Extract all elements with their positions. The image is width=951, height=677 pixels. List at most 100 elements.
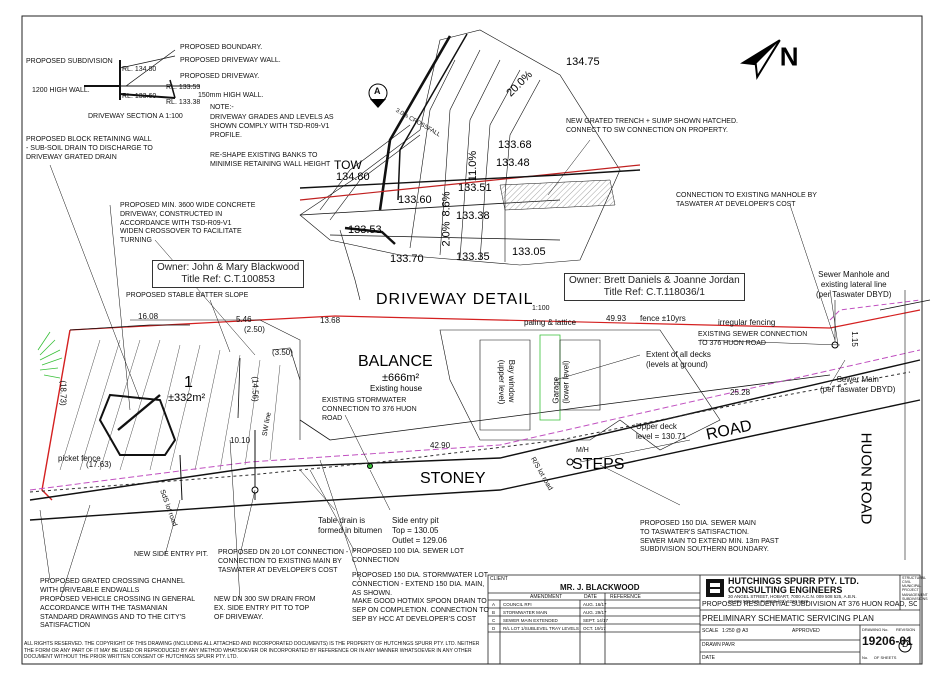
note-reshape: RE-SHAPE EXISTING BANKS TO MINIMISE RETA… — [210, 152, 331, 168]
lot1-area: ±332m² — [168, 392, 206, 404]
stormwater-150-note: PROPOSED 150 DIA. STORMWATER LOT CONNECT… — [352, 572, 489, 623]
dimension-label: (18.73) — [58, 380, 68, 406]
rl-label: RL. 134.80 — [122, 66, 157, 73]
level-label: 133.48 — [496, 157, 530, 169]
batter-slope-note: PROPOSED STABLE BATTER SLOPE — [126, 292, 249, 299]
block-wall-note: PROPOSED BLOCK RETAINING WALL - SUB-SOIL… — [26, 136, 153, 161]
level-label: 133.51 — [458, 182, 492, 194]
balance-label: BALANCE — [358, 353, 433, 370]
amendment-no: A — [492, 602, 496, 607]
picket-fence-label: picket fence — [58, 454, 101, 463]
detail-scale: 1:100 — [532, 305, 550, 312]
disciplines: STRUCTURAL CIVIL MUNICIPAL PROJECT MANAG… — [902, 576, 928, 601]
amendment-date: OCT. 19/17 — [583, 626, 606, 631]
grade-label: 2.0% — [440, 221, 453, 247]
level-label: 133.70 — [390, 253, 424, 265]
dimension-label: 1.15 — [849, 331, 859, 347]
date-header: DATE — [584, 594, 597, 600]
scale-label: SCALE — [702, 628, 719, 634]
extent-decks-note: Extent of all decks (levels at ground) — [646, 350, 711, 369]
dimension-label: (3.50) — [272, 348, 293, 357]
site-plan — [29, 290, 931, 560]
amendment-text: STORMWATER MAIN — [503, 610, 548, 615]
bay-window-label: Bay window (upper level) — [497, 359, 517, 405]
amendment-date: SEPT. 14/17 — [583, 618, 609, 623]
high-wall-1200-label: 1200 HIGH WALL. — [32, 87, 90, 94]
dimension-label: 42.90 — [430, 441, 451, 450]
reference-header: REFERENCE — [610, 594, 641, 600]
driveway-detail — [299, 29, 641, 301]
high-wall-150-label: 150mm HIGH WALL. — [198, 92, 264, 99]
approved-label: APPROVED — [792, 628, 820, 634]
grated-trench-note: NEW GRATED TRENCH + SUMP SHOWN HATCHED. … — [566, 118, 738, 134]
drawing-no-label: DRAWING No. — [862, 627, 889, 632]
rl-label: RL. 133.38 — [166, 99, 201, 106]
company-address: 30 ANGEL STREET, HOBART, 7000 A.C.N. 009… — [728, 594, 857, 604]
table-drain-note: Table drain is formed in bitumen — [318, 516, 383, 535]
lot1-label: 1 — [184, 374, 193, 391]
dimension-label: 5.46 — [236, 315, 252, 324]
project-title: PROPOSED RESIDENTIAL SUBDIVISION AT 376 … — [702, 601, 917, 608]
proposed-driveway-wall-label: PROPOSED DRIVEWAY WALL. — [180, 57, 281, 64]
amendment-no: C — [492, 618, 496, 623]
north-arrow-icon: N — [740, 39, 799, 80]
revision-label: REVISION — [896, 627, 916, 632]
note-grades: DRIVEWAY GRADES AND LEVELS AS SHOWN COMP… — [210, 114, 334, 139]
balance-house: Existing house — [370, 384, 423, 393]
sewer-150-note: PROPOSED 150 DIA. SEWER MAIN TO TASWATER… — [640, 520, 779, 554]
company-name: HUTCHINGS SPURR PTY. LTD. — [728, 576, 859, 586]
dimension-label: (17.63) — [86, 460, 112, 469]
amendment-date: AUG. 29/17 — [583, 610, 607, 615]
proposed-driveway-label: PROPOSED DRIVEWAY. — [180, 73, 260, 80]
rl-label: RL. 133.60 — [122, 93, 157, 100]
amendment-header: AMENDMENT — [530, 594, 563, 600]
level-label: 133.35 — [456, 251, 490, 263]
sheet-title: PRELIMINARY SCHEMATIC SERVICING PLAN — [702, 614, 874, 623]
level-label: 134.75 — [566, 56, 600, 68]
driveway-detail-title: DRIVEWAY DETAIL — [376, 291, 534, 308]
level-label: 134.80 — [336, 171, 370, 183]
drawn-value: PAVR — [722, 642, 735, 648]
vegetation-icon — [37, 331, 63, 379]
date-label: DATE — [702, 655, 715, 661]
tow-label: TOW — [334, 158, 362, 172]
sewer-100-note: PROPOSED 100 DIA. SEWER LOT CONNECTION — [352, 548, 465, 564]
dimension-label: 10.10 — [230, 436, 251, 445]
grade-label: 11.0% — [467, 150, 480, 182]
rl-label: RL. 133.53 — [166, 84, 201, 91]
sewer-main-note: Sewer Main (per Taswater DBYD) — [820, 375, 896, 394]
sheets-label: No. OF SHEETS — [862, 655, 897, 660]
irregular-fencing-label: irregular fencing — [718, 318, 776, 327]
dimension-label: 16.08 — [138, 312, 159, 321]
paling-label: paling & lattice — [524, 318, 577, 327]
side-entry-pit-note: Side entry pit Top = 130.05 Outlet = 129… — [392, 516, 447, 545]
grade-label: 8.6% — [440, 191, 453, 217]
company-logo — [706, 579, 724, 597]
amendment-text: COUNCIL RFI — [503, 602, 532, 607]
dn300-note: NEW DN 300 SW DRAIN FROM EX. SIDE ENTRY … — [214, 596, 316, 621]
vehicle-crossing-note: PROPOSED VEHICLE CROSSING IN GENERAL ACC… — [40, 596, 196, 630]
drawing-number: 19206-01 — [862, 634, 913, 648]
balance-area: ±666m² — [382, 372, 420, 384]
road-name-stoney: STONEY — [420, 470, 486, 487]
amendment-no: B — [492, 610, 496, 615]
sewer-manhole-note: Sewer Manhole and existing lateral line … — [816, 270, 892, 299]
amendment-text: R/L LOT 1/SUBLEVEL TRAY LEVELS — [503, 626, 579, 631]
company-subtitle: CONSULTING ENGINEERS — [728, 585, 843, 595]
proposed-boundary-label: PROPOSED BOUNDARY. — [180, 44, 263, 51]
concrete-driveway-note: PROPOSED MIN. 3600 WIDE CONCRETE DRIVEWA… — [120, 202, 256, 244]
dn20-note: PROPOSED DN 20 LOT CONNECTION - CONNECTI… — [218, 549, 349, 574]
dimension-label: 13.68 — [320, 316, 341, 325]
owner-west-box: Owner: John & Mary Blackwood Title Ref: … — [152, 260, 305, 288]
revision-circle — [898, 639, 912, 653]
copyright-notice: ALL RIGHTS RESERVED. THE COPYRIGHT OF TH… — [24, 641, 480, 660]
section-title: DRIVEWAY SECTION A 1:100 — [88, 113, 183, 120]
level-label: 133.05 — [512, 246, 546, 258]
amendment-no: D — [492, 626, 496, 631]
existing-manhole-note: CONNECTION TO EXISTING MANHOLE BY TASWAT… — [676, 192, 817, 208]
road-name-huon: HUON ROAD — [857, 432, 875, 525]
garage-label: Garage (lower level) — [551, 360, 571, 404]
leader-lines — [39, 139, 846, 601]
revision-value: D — [902, 639, 909, 649]
